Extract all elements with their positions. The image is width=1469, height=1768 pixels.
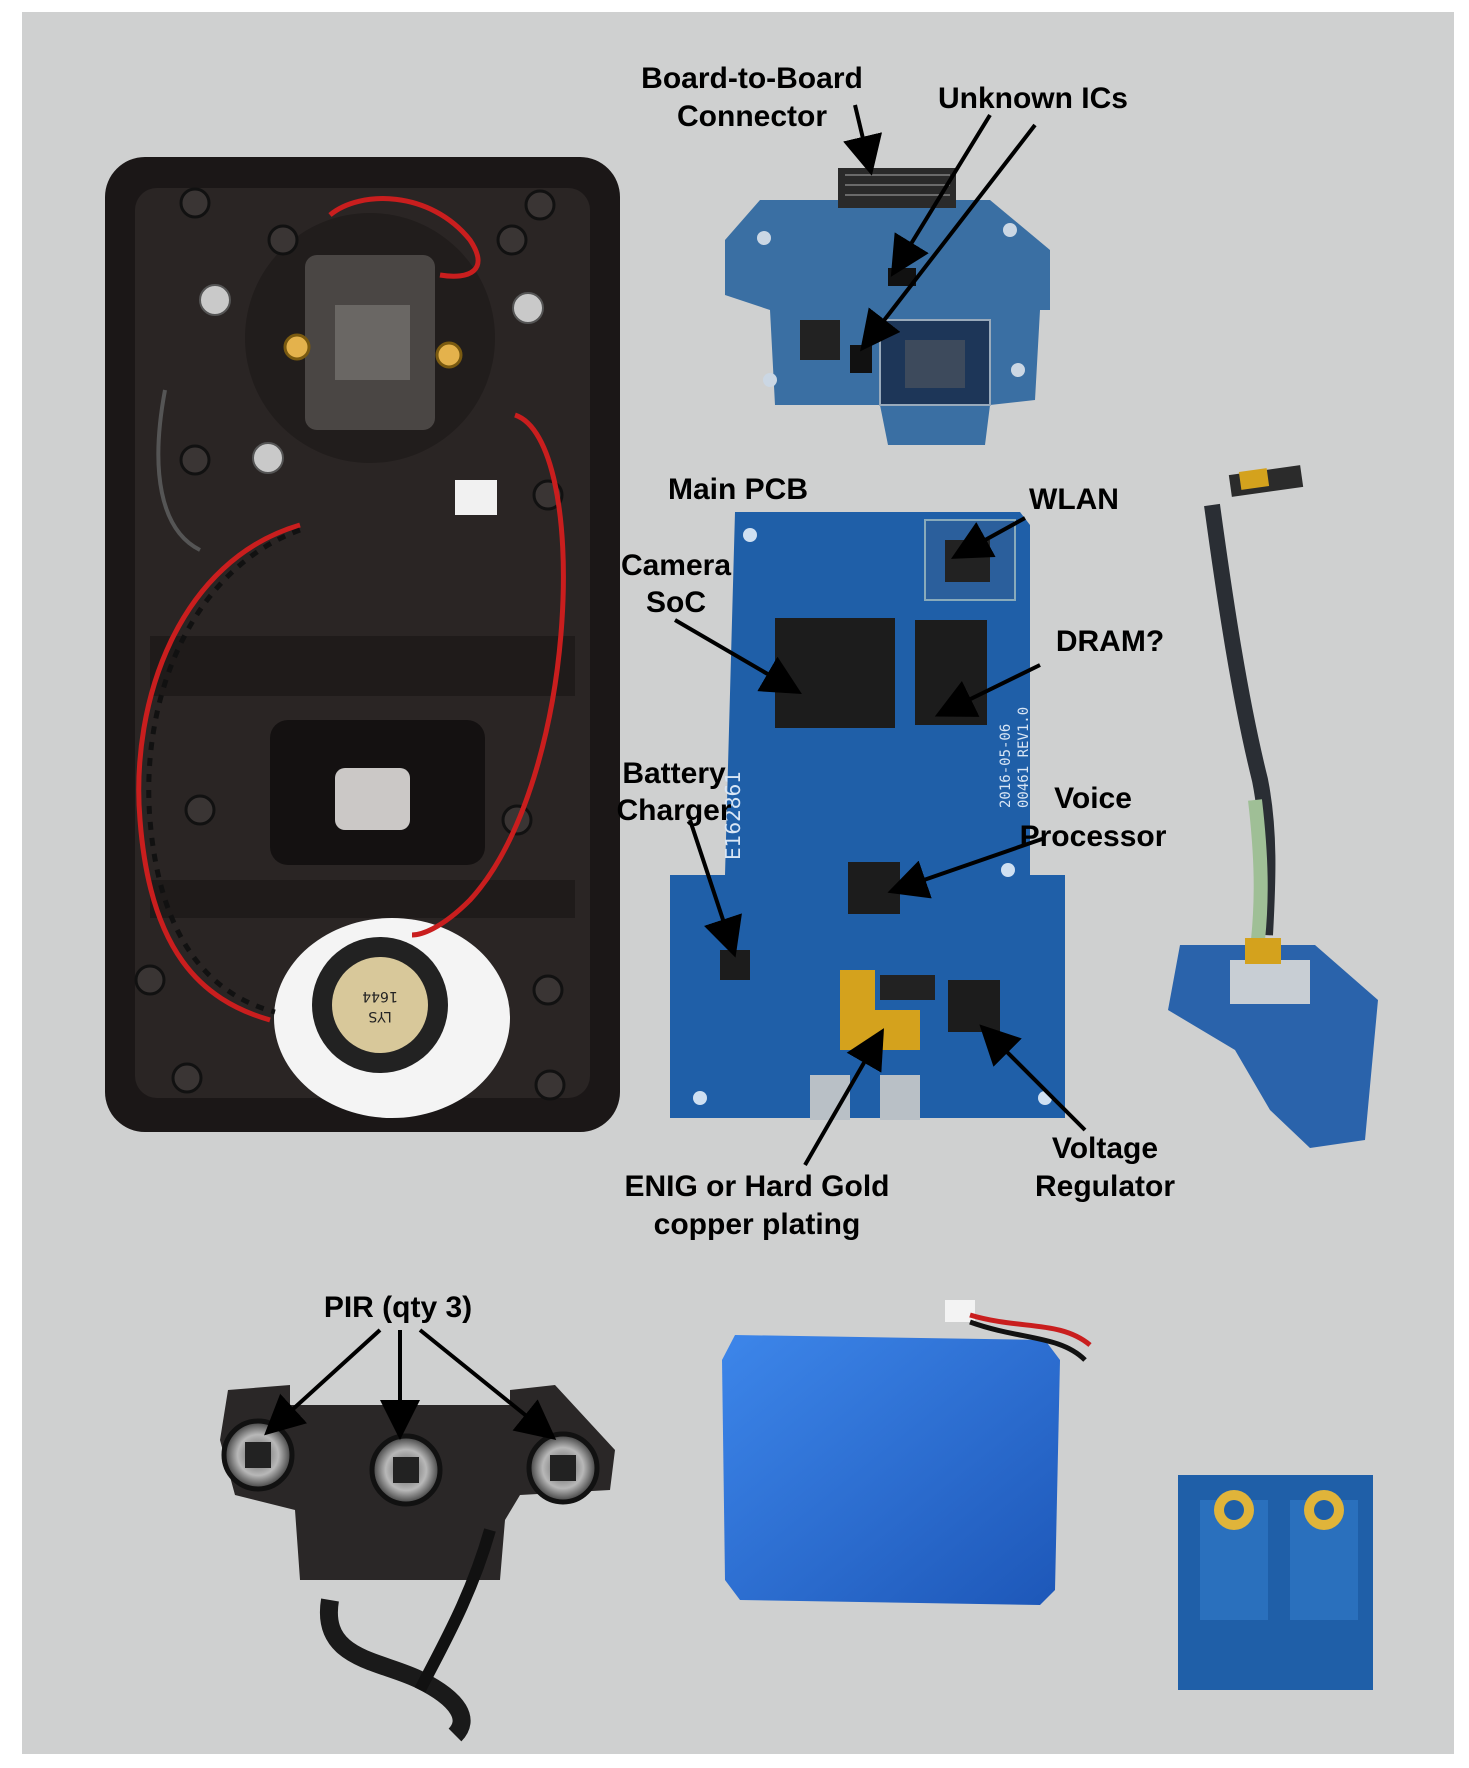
arrow-pir-1	[264, 1328, 382, 1436]
label-voltage-regulator-line2: Regulator	[1035, 1170, 1175, 1203]
lipo-battery	[722, 1300, 1092, 1605]
arrow-camera-soc	[673, 618, 802, 695]
label-enig-line2: copper plating	[654, 1208, 861, 1241]
arrow-pir-3	[418, 1328, 557, 1441]
arrow-unknown-ic-2	[860, 123, 1037, 352]
label-camera-soc-line2: SoC	[646, 586, 706, 619]
pir-sensor-2	[369, 1433, 443, 1507]
arrow-voltage-regulator	[979, 1024, 1087, 1132]
label-voice-processor-line2: Processor	[1020, 820, 1167, 853]
label-pir: PIR (qty 3)	[324, 1291, 472, 1324]
arrow-dram	[934, 663, 1041, 717]
contact-pcb	[1178, 1475, 1373, 1690]
side-pcb-with-flex	[1168, 465, 1378, 1148]
label-main-pcb: Main PCB	[668, 473, 808, 506]
pir-sensor-3	[526, 1431, 600, 1505]
label-wlan: WLAN	[1029, 483, 1119, 516]
arrow-wlan	[950, 516, 1026, 559]
pcb-date-marking: 2016-05-06	[998, 724, 1014, 808]
arrow-battery-charger	[688, 819, 742, 958]
arrow-board-to-board	[843, 104, 883, 176]
label-enig-line1: ENIG or Hard Gold	[624, 1170, 889, 1203]
label-unknown-ics: Unknown ICs	[938, 82, 1128, 115]
speaker-marking-line1: LYS	[368, 1008, 391, 1024]
camera-soc-chip	[775, 618, 895, 728]
arrow-unknown-ic-1	[890, 113, 992, 277]
pir-sensor-1	[221, 1418, 295, 1492]
voltage-regulator-chip	[948, 980, 1000, 1032]
battery-charger-chip	[720, 950, 750, 980]
label-camera-soc-line1: Camera	[621, 549, 731, 582]
label-board-to-board-line2: Connector	[677, 100, 827, 133]
enclosure-rear-housing: LYS 1644	[105, 157, 620, 1132]
arrow-enig	[803, 1028, 884, 1166]
top-pcb	[725, 168, 1050, 445]
pcb-cert-marking: E162861	[721, 771, 745, 860]
label-voltage-regulator-line1: Voltage	[1052, 1132, 1158, 1165]
arrow-voice-processor	[887, 836, 1046, 899]
label-voice-processor-line1: Voice	[1054, 782, 1132, 815]
voice-processor-chip	[848, 862, 900, 914]
label-battery-charger-line2: Charger	[616, 794, 731, 827]
unknown-ic-2	[850, 345, 872, 373]
pcb-rev-marking: 00461 REV1.0	[1016, 707, 1032, 808]
label-dram: DRAM?	[1056, 625, 1164, 658]
speaker-marking-line2: 1644	[362, 988, 398, 1004]
label-board-to-board-line1: Board-to-Board	[641, 62, 863, 95]
label-battery-charger-line1: Battery	[622, 757, 726, 790]
